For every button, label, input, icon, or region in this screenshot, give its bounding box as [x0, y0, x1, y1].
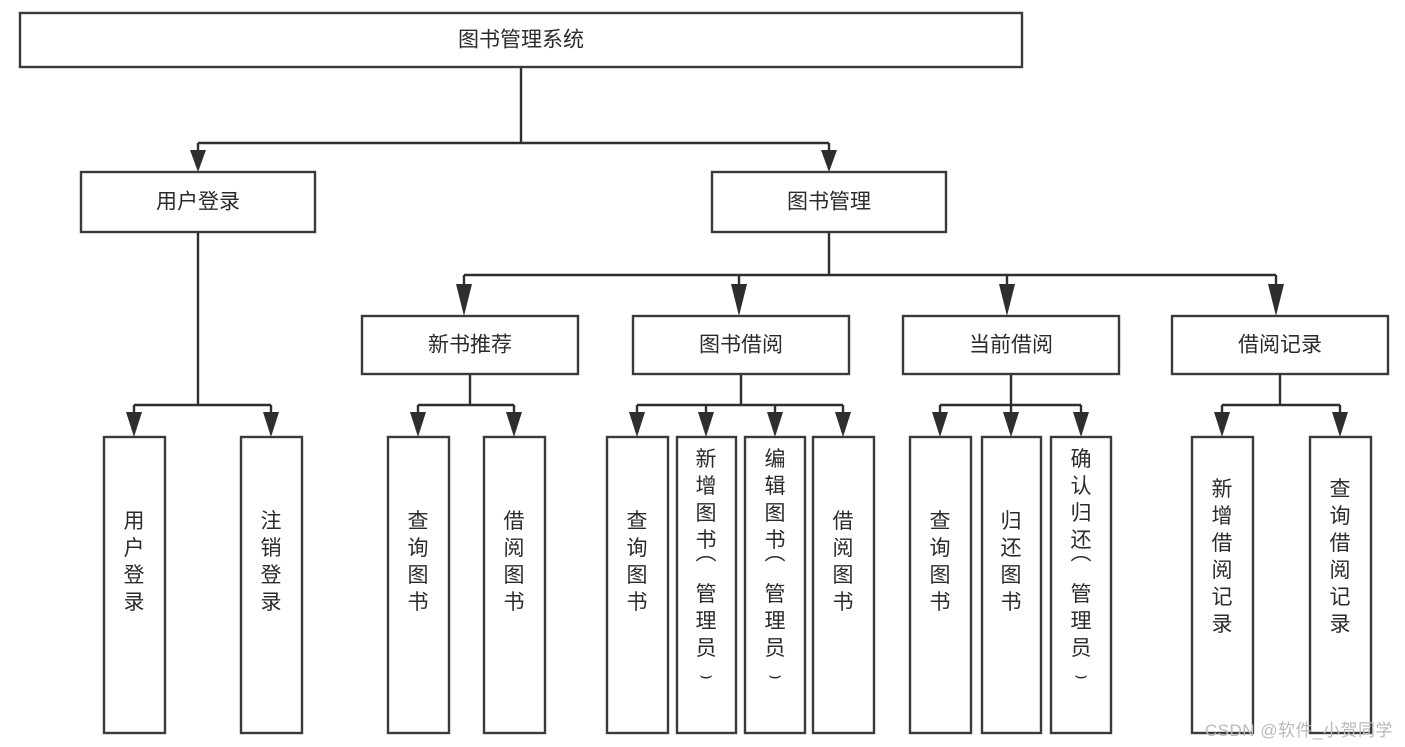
arrowhead-leaf-edit-book — [767, 412, 783, 437]
node-book-manage-label: 图书管理 — [787, 191, 871, 214]
node-borrow-record-rect[interactable] — [1170, 314, 1390, 376]
node-leaf-borrow-book-rec[interactable]: 借阅图书 — [482, 435, 547, 735]
arrowhead-leaf-borrow-book-rec — [506, 412, 522, 437]
node-borrow-record[interactable]: 借阅记录 — [1170, 314, 1390, 376]
node-leaf-query-book-borrow[interactable]: 查询图书 — [605, 435, 670, 735]
node-leaf-add-borrow-record[interactable]: 新增借阅记录 — [1190, 435, 1255, 735]
connector-layer — [126, 67, 1348, 437]
node-leaf-borrow-book-label: 借阅图书 — [833, 510, 854, 614]
node-user-login[interactable]: 用户登录 — [79, 170, 317, 234]
node-root-label: 图书管理系统 — [458, 29, 584, 52]
node-leaf-user-logout-rect[interactable] — [239, 435, 304, 735]
node-book-borrow-rect[interactable] — [631, 314, 851, 376]
node-book-borrow[interactable]: 图书借阅 — [631, 314, 851, 376]
node-leaf-add-borrow-record-rect[interactable] — [1190, 435, 1255, 735]
node-leaf-edit-book-rect[interactable] — [743, 435, 807, 735]
node-root-rect[interactable] — [18, 11, 1024, 69]
arrowhead-borrow-record — [1268, 284, 1284, 316]
node-leaf-query-borrow-record-label: 查询借阅记录 — [1330, 478, 1351, 636]
node-leaf-edit-book[interactable]: 编辑图书⌒管理员⌣ — [743, 435, 807, 735]
node-current-borrow[interactable]: 当前借阅 — [901, 314, 1121, 376]
node-leaf-borrow-book-rect[interactable] — [811, 435, 876, 735]
node-leaf-query-book-rec-label: 查询图书 — [408, 510, 429, 614]
node-leaf-query-book-cur-rect[interactable] — [908, 435, 973, 735]
arrowhead-leaf-query-borrow-record — [1332, 412, 1348, 437]
node-leaf-borrow-book-rec-label: 借阅图书 — [504, 510, 525, 614]
node-leaf-user-login[interactable]: 用户登录 — [102, 435, 167, 735]
node-leaf-query-book-borrow-label: 查询图书 — [627, 510, 648, 614]
node-book-manage-rect[interactable] — [710, 170, 948, 234]
node-leaf-return-book-label: 归还图书 — [1001, 510, 1022, 614]
arrowhead-leaf-query-book-cur — [932, 412, 948, 437]
node-root[interactable]: 图书管理系统 — [18, 11, 1024, 69]
node-leaf-borrow-book-rec-rect[interactable] — [482, 435, 547, 735]
node-leaf-add-book-label: 新增图书⌒管理员⌣ — [696, 448, 717, 687]
node-leaf-borrow-book[interactable]: 借阅图书 — [811, 435, 876, 735]
node-leaf-query-borrow-record[interactable]: 查询借阅记录 — [1308, 435, 1373, 735]
node-current-borrow-label: 当前借阅 — [969, 334, 1053, 357]
node-leaf-add-borrow-record-label: 新增借阅记录 — [1212, 478, 1233, 636]
arrowhead-leaf-user-logout — [263, 412, 279, 437]
node-book-borrow-label: 图书借阅 — [699, 334, 783, 357]
node-new-book-recommend-label: 新书推荐 — [428, 334, 512, 357]
csdn-watermark: CSDN @软件_小贺同学 — [1204, 721, 1393, 740]
arrowhead-leaf-user-login — [126, 412, 142, 437]
node-leaf-add-book-rect[interactable] — [675, 435, 738, 735]
node-leaf-query-book-borrow-rect[interactable] — [605, 435, 670, 735]
arrowhead-leaf-add-borrow-record — [1214, 412, 1230, 437]
arrowhead-leaf-add-book — [698, 412, 714, 437]
arrowhead-current-borrow — [999, 284, 1015, 316]
node-leaf-add-book[interactable]: 新增图书⌒管理员⌣ — [675, 435, 738, 735]
arrowhead-leaf-return-book — [1003, 412, 1019, 437]
node-leaf-return-book-rect[interactable] — [980, 435, 1043, 735]
node-leaf-query-book-cur-label: 查询图书 — [930, 510, 951, 614]
node-new-book-recommend[interactable]: 新书推荐 — [360, 314, 580, 376]
node-book-manage[interactable]: 图书管理 — [710, 170, 948, 234]
node-leaf-confirm-return[interactable]: 确认归还⌒管理员⌣ — [1049, 435, 1113, 735]
node-leaf-edit-book-label: 编辑图书⌒管理员⌣ — [765, 448, 786, 687]
node-leaf-query-book-rec-rect[interactable] — [386, 435, 451, 735]
arrowhead-user-login — [190, 150, 206, 172]
node-user-login-rect[interactable] — [79, 170, 317, 234]
node-user-login-label: 用户登录 — [156, 191, 240, 214]
node-leaf-confirm-return-rect[interactable] — [1049, 435, 1113, 735]
node-leaf-user-login-label: 用户登录 — [124, 510, 145, 614]
node-new-book-recommend-rect[interactable] — [360, 314, 580, 376]
node-leaf-user-logout-label: 注销登录 — [261, 510, 282, 614]
arrowhead-new-book-recommend — [456, 284, 472, 316]
arrowhead-book-manage — [821, 150, 837, 172]
node-leaf-user-login-rect[interactable] — [102, 435, 167, 735]
arrowhead-leaf-query-book-rec — [410, 412, 426, 437]
node-leaf-confirm-return-label: 确认归还⌒管理员⌣ — [1071, 448, 1092, 687]
arrowhead-leaf-borrow-book — [835, 412, 851, 437]
arrowhead-leaf-query-book-borrow — [629, 412, 645, 437]
node-leaf-return-book[interactable]: 归还图书 — [980, 435, 1043, 735]
arrowhead-book-borrow — [731, 284, 747, 316]
node-leaf-query-borrow-record-rect[interactable] — [1308, 435, 1373, 735]
node-leaf-query-book-rec[interactable]: 查询图书 — [386, 435, 451, 735]
node-current-borrow-rect[interactable] — [901, 314, 1121, 376]
arrowhead-leaf-confirm-return — [1073, 412, 1089, 437]
node-leaf-user-logout[interactable]: 注销登录 — [239, 435, 304, 735]
node-borrow-record-label: 借阅记录 — [1238, 334, 1322, 357]
node-leaf-query-book-cur[interactable]: 查询图书 — [908, 435, 973, 735]
